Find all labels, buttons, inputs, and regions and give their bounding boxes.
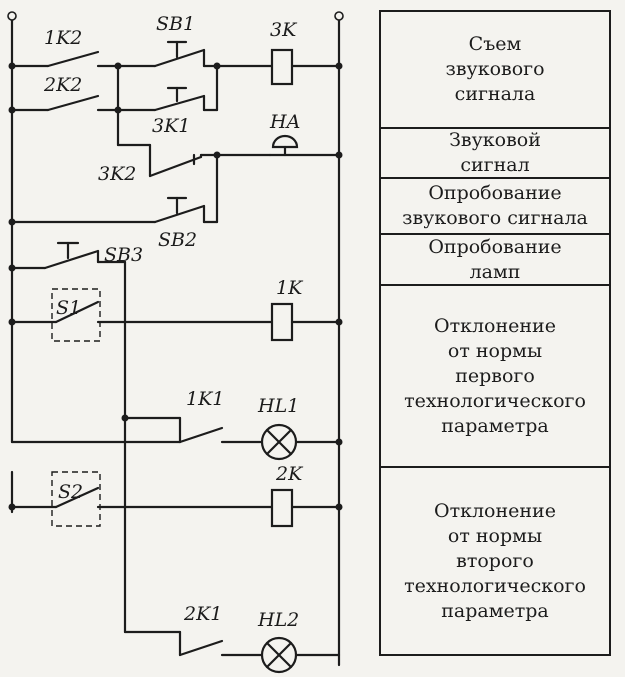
label-3k1: 3K1 (152, 115, 190, 137)
label-1k1: 1K1 (186, 388, 224, 410)
coil-2k (270, 488, 294, 528)
contact-s2 (54, 486, 100, 509)
label-hl1: HL1 (257, 395, 299, 417)
label-sb1: SB1 (156, 13, 195, 35)
legend-param2-deviation: Отклонение от нормы второго технологичес… (404, 499, 586, 622)
row-lamp-test (8, 241, 129, 634)
label-3k: 3K (270, 19, 298, 41)
row-parallel-contacts (8, 64, 219, 147)
label-2k1: 2K1 (183, 603, 222, 625)
right-bus-terminal (334, 11, 344, 21)
contact-2k1 (178, 639, 224, 657)
button-sb1 (153, 40, 206, 68)
left-bus (7, 11, 17, 514)
label-1k: 1K (276, 277, 304, 299)
coil-1k (270, 302, 294, 342)
label-hl2: HL2 (257, 609, 299, 631)
function-legend: Съем звукового сигнала Звуковой сигнал О… (379, 10, 611, 656)
button-sb2 (153, 196, 206, 224)
row-param2-relay (8, 471, 343, 528)
label-sb3: SB3 (104, 244, 143, 266)
legend-param1-deviation: Отклонение от нормы первого технологичес… (381, 286, 609, 468)
contact-1k1 (178, 426, 224, 444)
button-sb3 (43, 241, 100, 270)
horn-ha (271, 134, 299, 157)
label-s2: S2 (58, 481, 83, 503)
coil-3k (270, 48, 294, 86)
sensor-s2-box (51, 471, 101, 527)
contact-s1 (54, 300, 100, 324)
label-3k2: 3K2 (98, 163, 136, 185)
label-2k: 2K (275, 463, 304, 485)
row-param1-lamp (10, 416, 343, 461)
label-s1: S1 (56, 297, 81, 319)
label-2k2: 2K2 (43, 74, 82, 96)
circuit-schematic: 1K2 2K2 SB1 3K1 3K HA 3K2 SB2 SB3 S1 1K … (7, 11, 344, 674)
legend-sound-reset: Съем звукового сигнала (381, 12, 609, 129)
legend-lamp-test: Опробование ламп (381, 235, 609, 286)
legend-sound-signal: Звуковой сигнал (381, 129, 609, 179)
contact-1k2 (46, 50, 100, 68)
right-bus (334, 11, 344, 667)
legend-sound-test: Опробование звукового сигнала (381, 179, 609, 235)
contact-3k2 (148, 153, 203, 178)
sensor-s1-box (51, 288, 101, 342)
label-sb2: SB2 (158, 229, 197, 251)
row-param2-lamp (123, 630, 341, 674)
lamp-hl1 (260, 423, 298, 461)
row-sound-test (8, 196, 219, 226)
label-ha: HA (269, 111, 300, 133)
label-1k2: 1K2 (44, 27, 82, 49)
row-sound-reset (8, 40, 343, 86)
lamp-hl2 (260, 636, 298, 674)
left-bus-terminal (7, 11, 17, 21)
row-sound-signal (116, 134, 343, 224)
contact-2k2 (46, 94, 100, 112)
contact-3k1 (153, 86, 206, 112)
row-param1-relay (8, 288, 343, 342)
